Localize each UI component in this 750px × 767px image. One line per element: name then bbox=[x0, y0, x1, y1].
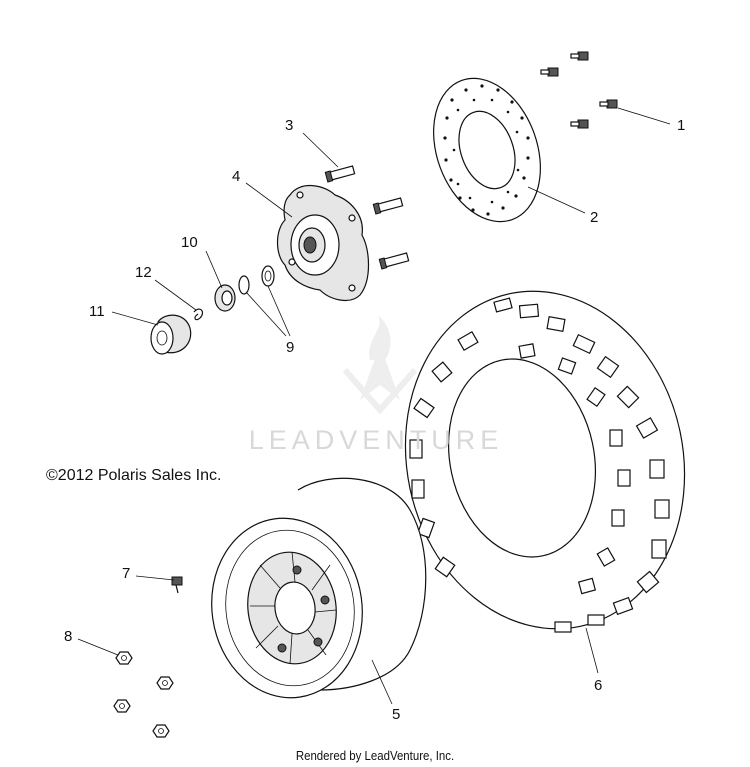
part-10-castle-nut bbox=[214, 284, 236, 312]
part-6-tire bbox=[404, 290, 686, 633]
part-8-lug-nuts bbox=[113, 651, 174, 738]
part-9-washers bbox=[238, 265, 275, 295]
part-4-wheel-hub bbox=[276, 185, 370, 302]
leader-lines bbox=[77, 107, 671, 705]
callout-2: 2 bbox=[590, 209, 599, 226]
callout-7: 7 bbox=[122, 565, 131, 582]
part-12-cotter-pin bbox=[193, 308, 204, 321]
callout-8: 8 bbox=[64, 628, 73, 645]
callout-3: 3 bbox=[285, 117, 294, 134]
callout-12: 12 bbox=[135, 264, 152, 281]
callout-5: 5 bbox=[392, 706, 401, 723]
callout-9: 9 bbox=[286, 339, 295, 356]
part-11-dust-cap bbox=[150, 314, 192, 355]
callout-1: 1 bbox=[677, 117, 686, 134]
watermark-logo-icon bbox=[342, 315, 418, 415]
part-1-bolts bbox=[540, 51, 618, 129]
callout-11: 11 bbox=[89, 303, 105, 320]
part-5-wheel-rim bbox=[211, 477, 427, 699]
footer-credit: Rendered by LeadVenture, Inc. bbox=[295, 748, 455, 763]
part-7-valve-stem bbox=[171, 576, 183, 594]
copyright-notice: ©2012 Polaris Sales Inc. bbox=[46, 467, 222, 484]
watermark-text: LEADVENTURE bbox=[248, 425, 504, 455]
callout-6: 6 bbox=[594, 677, 603, 694]
part-3-studs bbox=[324, 165, 410, 270]
part-2-brake-disc bbox=[433, 77, 541, 223]
callout-4: 4 bbox=[232, 168, 241, 185]
callout-10: 10 bbox=[181, 234, 198, 251]
